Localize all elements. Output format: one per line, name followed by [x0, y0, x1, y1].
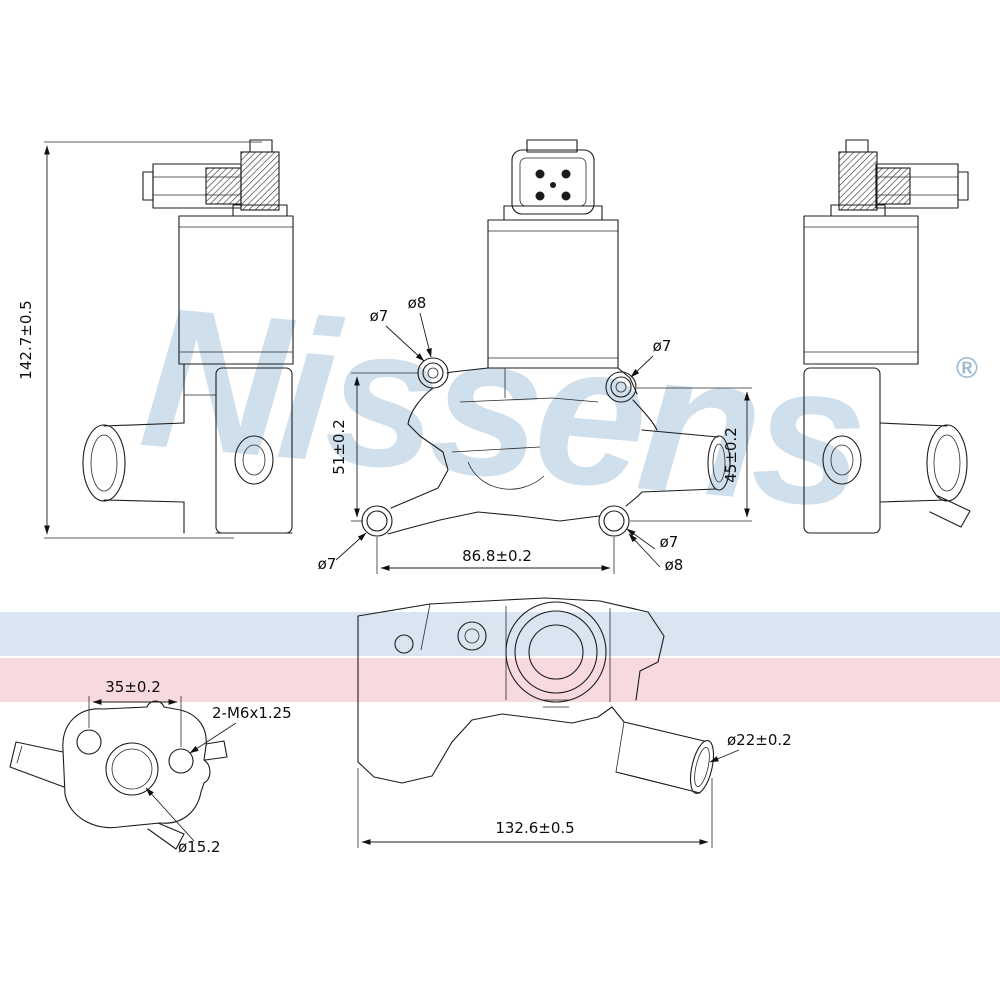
- dim-flange-hole-spacing: 35±0.2: [105, 678, 161, 696]
- dim-front-bottom-right-d8: ø8: [665, 556, 684, 574]
- connector-pin: [561, 169, 571, 179]
- view-side-left: 142.7±0.5: [17, 139, 294, 539]
- dim-front-top-left-d7: ø7: [370, 307, 389, 325]
- view-flange-detail: 35±0.2 2-M6x1.25 ø15.2: [9, 678, 292, 856]
- dim-front-top-right-d7: ø7: [653, 337, 672, 355]
- pilot-hole: [457, 621, 487, 651]
- actuator-top: [505, 601, 607, 708]
- background-stripe-blue: [0, 612, 1000, 656]
- dim-flange-thread: 2-M6x1.25: [212, 704, 292, 722]
- outlet-port: [707, 435, 731, 491]
- dim-front-right-height: 45±0.2: [722, 427, 740, 483]
- background-stripe-pink: [0, 658, 1000, 702]
- solenoid-body: [178, 215, 294, 365]
- dim-front-bottom-left-d7: ø7: [318, 555, 337, 573]
- connector-body: [240, 151, 280, 211]
- dim-flange-bore: ø15.2: [178, 838, 221, 856]
- connector-body: [511, 149, 595, 215]
- dim-side-height: 142.7±0.5: [17, 300, 35, 379]
- center-bore: [105, 742, 159, 796]
- dim-top-overall-width: 132.6±0.5: [495, 819, 574, 837]
- connector-body: [838, 151, 878, 211]
- view-front: ø7 ø8 ø7 51±0.2 45±0.2 86.8±0.2 ø7 ø7: [318, 139, 752, 574]
- inlet-port: [82, 424, 126, 502]
- bolt-hole-left: [76, 729, 102, 755]
- outlet-port: [689, 740, 715, 794]
- bolt-hole-bottom-left: [361, 505, 393, 537]
- dim-front-bottom-right-d7: ø7: [660, 533, 679, 551]
- mounting-flange: [215, 367, 293, 534]
- registered-trademark-icon: ®: [955, 352, 978, 385]
- connector-pin: [550, 182, 556, 188]
- mounting-flange: [803, 367, 881, 534]
- solenoid-body: [487, 219, 619, 369]
- outlet-port: [926, 424, 968, 502]
- dim-top-port-dia: ø22±0.2: [727, 731, 792, 749]
- solenoid-body: [803, 215, 919, 365]
- bolt-hole-bottom-right: [598, 505, 630, 537]
- dim-front-top-left-d8: ø8: [408, 294, 427, 312]
- bolt-hole-top-left: [417, 357, 449, 389]
- connector-pin: [535, 191, 545, 201]
- connector-pin: [535, 169, 545, 179]
- bolt-hole-top-right: [605, 371, 637, 403]
- dim-front-left-height: 51±0.2: [330, 419, 348, 475]
- dim-front-bottom-width: 86.8±0.2: [462, 547, 532, 565]
- view-side-right: [803, 139, 971, 534]
- view-top: 132.6±0.5 ø22±0.2: [357, 597, 792, 848]
- connector-pin: [561, 191, 571, 201]
- bolt-hole-right: [168, 748, 194, 774]
